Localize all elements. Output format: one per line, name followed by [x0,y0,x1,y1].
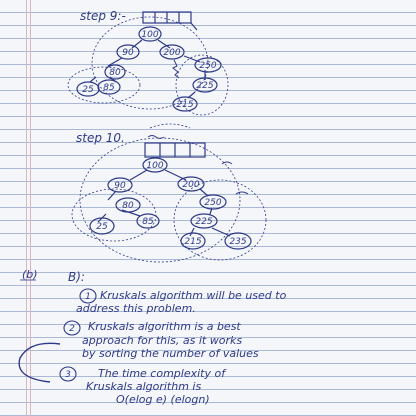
step10-node-80: 80 [122,201,134,211]
step9-dotted-groups [67,16,229,116]
step9-node-200: 200 [163,48,180,58]
step9-node-215: 215 [176,100,193,110]
point-2-line-1: Kruskals algorithm is a best [88,320,241,333]
step9-node-80: 80 [109,68,121,78]
point-3-line-3: O(elog e) (elogn) [116,393,210,406]
point-3-line-2: Kruskals algorithm is [86,380,202,393]
point-numbers: 1 2 3 [65,292,91,380]
step9-nodes [76,26,222,112]
step10-node-225: 225 [195,217,212,227]
step10-nodes [89,157,252,250]
step9-node-90: 90 [122,48,134,58]
point-1-number: 1 [85,292,91,302]
step9-labels: 100 90 200 80 250 25 85 225 215 [82,30,217,110]
point-2-line-2: approach for this, as it works [82,334,243,347]
step9-node-85: 85 [103,83,115,93]
step10-dotted-groups [71,137,267,263]
step10-node-85: 85 [142,217,154,227]
step10-node-250: 250 [204,198,221,208]
point-3-line-1: The time complexity of [98,367,226,380]
step9-array [142,11,198,31]
margin-line [26,0,27,416]
point-number-circles [59,288,97,382]
margin-line-inner [30,0,31,416]
point-3-number: 3 [65,370,71,380]
step10-node-235: 235 [229,237,246,247]
point-2-line-3: by sorting the number of values [82,347,259,360]
step9-label: step 9:- [80,9,126,23]
step10-label: step 10. [76,131,125,145]
step10-node-100: 100 [146,161,163,171]
step10-node-215: 215 [184,237,201,247]
step10-node-25: 25 [96,222,108,232]
step10-node-90: 90 [114,181,126,191]
step9-node-25: 25 [82,85,94,95]
point-1-line-1: Kruskals algorithm will be used to [100,289,287,302]
margin-scribble [18,342,61,383]
step10-labels: 100 90 200 80 250 25 85 225 215 235 [96,161,247,247]
step10-array [144,135,206,158]
question-number: (b) [22,268,38,281]
point-2-number: 2 [69,324,75,334]
step9-node-100: 100 [141,30,158,40]
step9-node-225: 225 [196,81,213,91]
answer-sub-label: B): [68,270,85,284]
step10-node-200: 200 [182,180,199,190]
point-1-line-2: address this problem. [76,302,196,315]
step9-node-250: 250 [199,61,216,71]
